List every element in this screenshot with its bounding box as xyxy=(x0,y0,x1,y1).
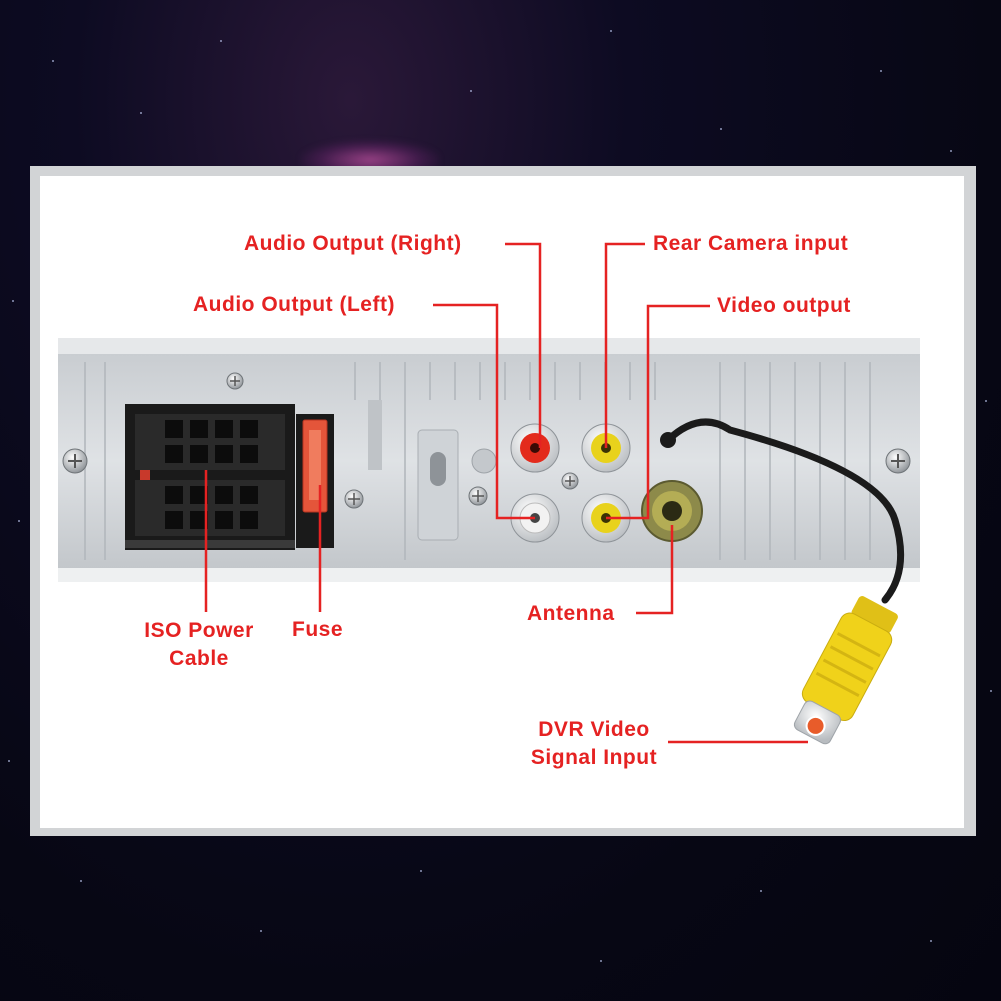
left-screw xyxy=(62,448,88,474)
top-screw xyxy=(226,372,244,390)
dvr-cable xyxy=(660,418,905,604)
antenna-jack xyxy=(641,480,703,542)
label-fuse: Fuse xyxy=(292,618,344,641)
rca-center-screw xyxy=(561,472,579,490)
fuse xyxy=(296,414,334,548)
label-dvr-video-signal-input: DVR Video Signal Input xyxy=(515,716,673,772)
label-rear-camera-input: Rear Camera input xyxy=(653,232,849,255)
dvr-rca-plug xyxy=(793,596,898,745)
leader-audio-left xyxy=(433,303,535,520)
label-antenna: Antenna xyxy=(527,602,615,625)
center-screw xyxy=(468,486,488,506)
right-screw xyxy=(885,448,911,474)
iso-power-connector xyxy=(125,404,295,550)
label-dvr-line1: DVR Video xyxy=(538,718,650,741)
mounting-slot xyxy=(368,400,497,541)
label-iso-power-line2: Cable xyxy=(169,647,229,670)
label-audio-output-left: Audio Output (Left) xyxy=(193,293,395,316)
label-dvr-line2: Signal Input xyxy=(530,746,658,769)
leader-video-output xyxy=(606,304,710,520)
label-video-output: Video output xyxy=(717,294,851,317)
label-iso-power-line1: ISO Power xyxy=(144,619,254,642)
leader-antenna xyxy=(636,525,674,615)
rca-audio-right-jack xyxy=(510,423,560,473)
leader-audio-right xyxy=(505,242,542,448)
label-iso-power-cable: ISO Power Cable xyxy=(128,617,270,673)
leader-rear-camera xyxy=(604,242,645,448)
fuse-screw xyxy=(344,489,364,509)
label-audio-output-right: Audio Output (Right) xyxy=(244,232,462,255)
leader-lines xyxy=(204,242,808,744)
